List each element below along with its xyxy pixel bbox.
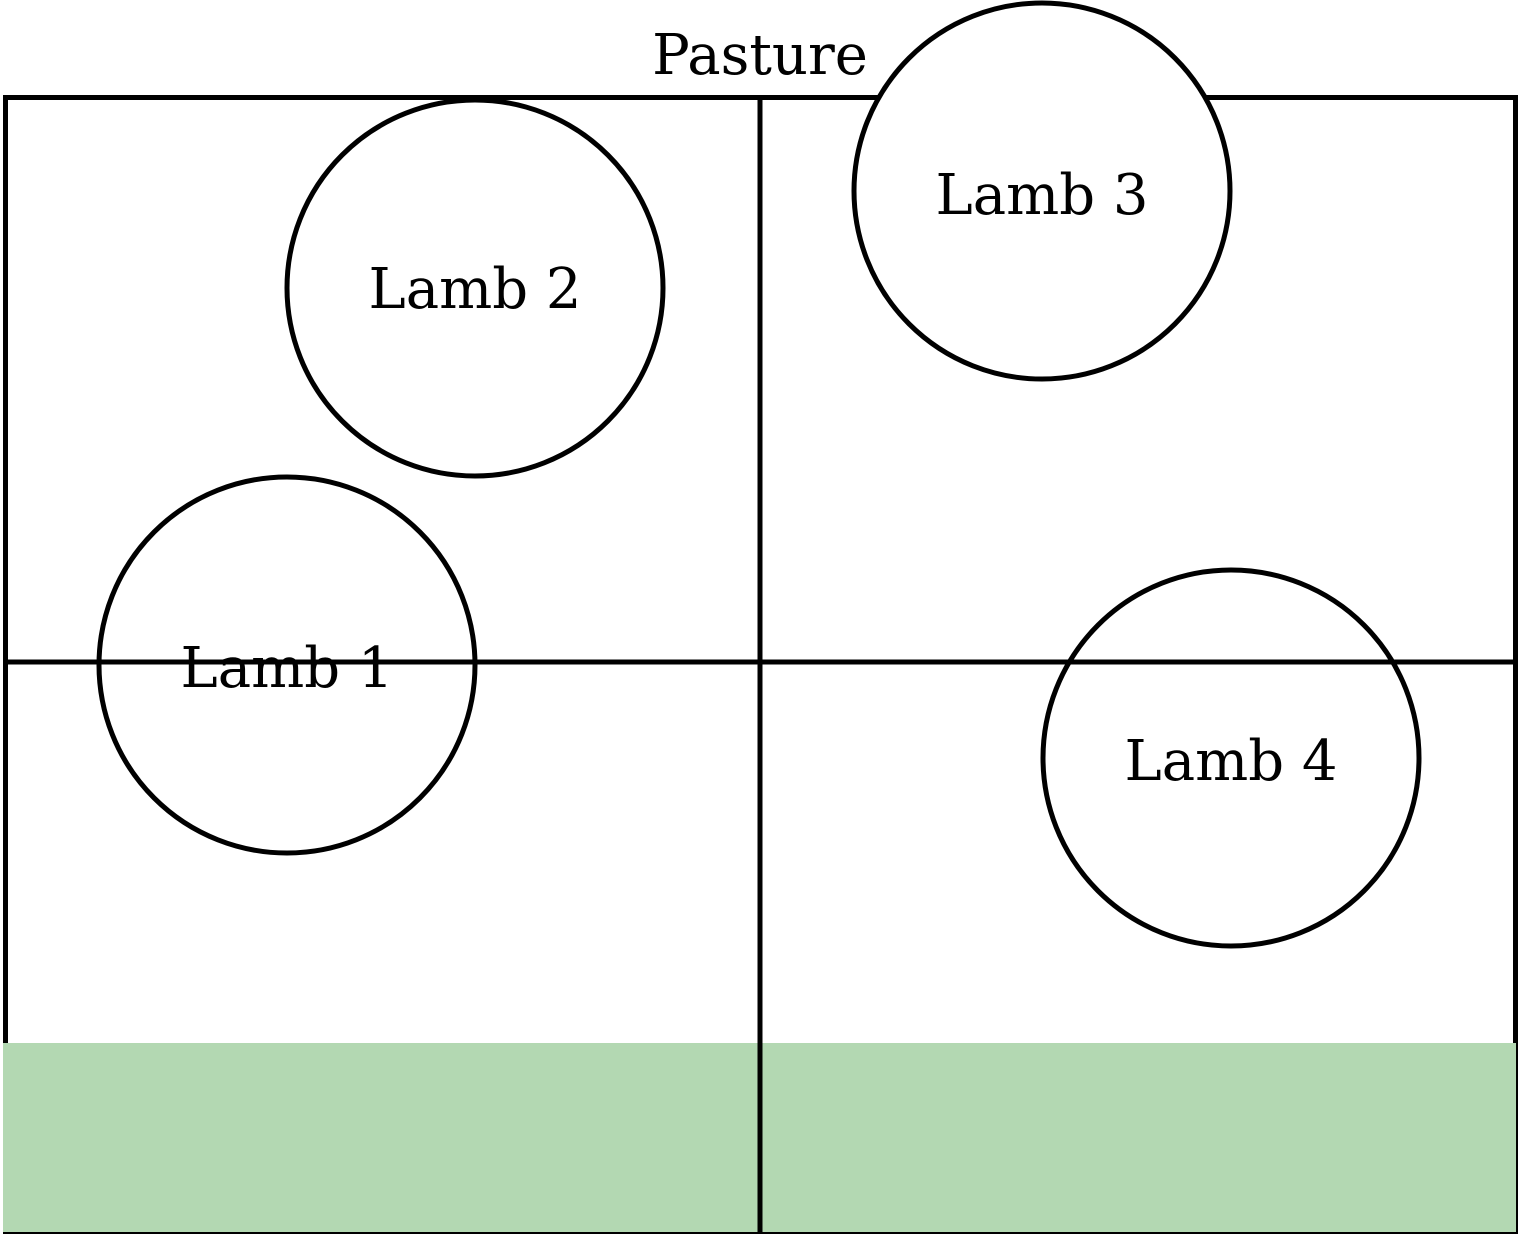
lamb-1-label: Lamb 1 bbox=[181, 636, 394, 701]
pasture-title: Pasture bbox=[652, 23, 868, 88]
lamb-2-label: Lamb 2 bbox=[369, 257, 582, 322]
lamb-3-circle bbox=[851, 0, 1233, 382]
lamb-3-label: Lamb 3 bbox=[936, 163, 1149, 228]
lamb-4-label: Lamb 4 bbox=[1125, 729, 1338, 794]
lamb-2-circle bbox=[284, 97, 666, 479]
lamb-1-circle bbox=[96, 474, 478, 856]
